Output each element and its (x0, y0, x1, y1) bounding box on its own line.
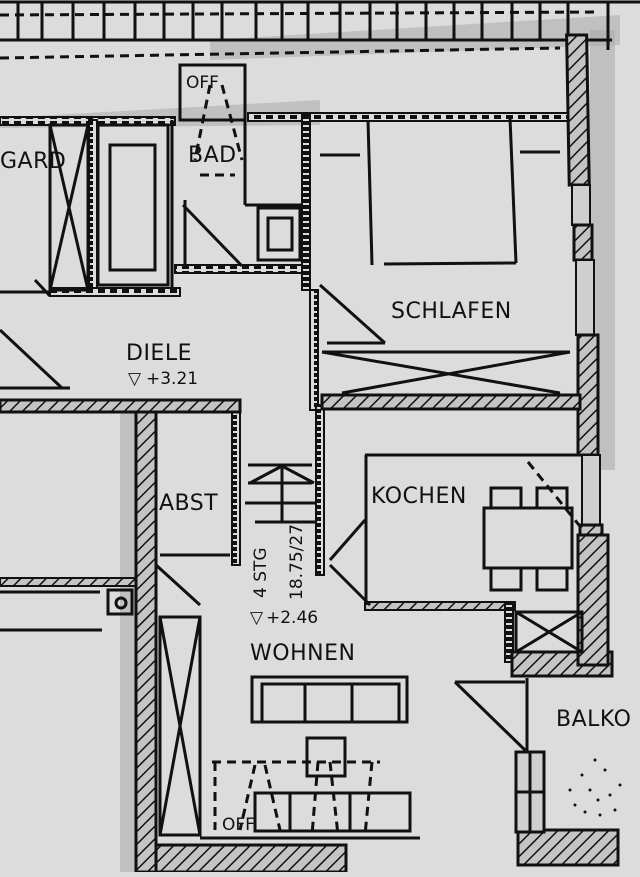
top-facade (0, 0, 640, 60)
room-label-bad-off: OFF (186, 73, 219, 93)
level-symbol-wohnen: ▽ (250, 608, 264, 628)
stairs-steps: 4 STG (251, 547, 271, 598)
room-label-kochen: KOCHEN (371, 484, 467, 509)
level-symbol-diele: ▽ (128, 369, 142, 389)
wardrobe-furniture (0, 120, 174, 298)
bedroom-furniture (319, 117, 571, 395)
level-diele: +3.21 (146, 369, 198, 389)
left-lower-room (0, 588, 134, 632)
stairs (245, 463, 315, 524)
storage-room (154, 553, 230, 607)
bearing-walls (0, 393, 620, 874)
kitchen-furniture (328, 453, 585, 654)
room-label-schlafen: SCHLAFEN (391, 299, 512, 324)
partition-walls (0, 112, 569, 663)
bathroom-fixtures (178, 63, 302, 268)
room-label-balkon: BALKO (556, 707, 631, 732)
hall-door-swing (0, 328, 70, 390)
room-label-diele: DIELE (126, 341, 192, 366)
living-room-furniture (158, 615, 420, 840)
room-label-bad: BAD (188, 143, 237, 168)
balcony (453, 678, 622, 834)
level-wohnen: +2.46 (266, 608, 318, 628)
room-label-wohnen-off: OFF (222, 815, 255, 835)
stairs-dimension: 18.75/27 (287, 524, 307, 600)
room-label-wohnen: WOHNEN (250, 641, 355, 666)
room-label-garderobe: GARD (0, 149, 66, 174)
room-label-abst: ABST (159, 491, 218, 516)
